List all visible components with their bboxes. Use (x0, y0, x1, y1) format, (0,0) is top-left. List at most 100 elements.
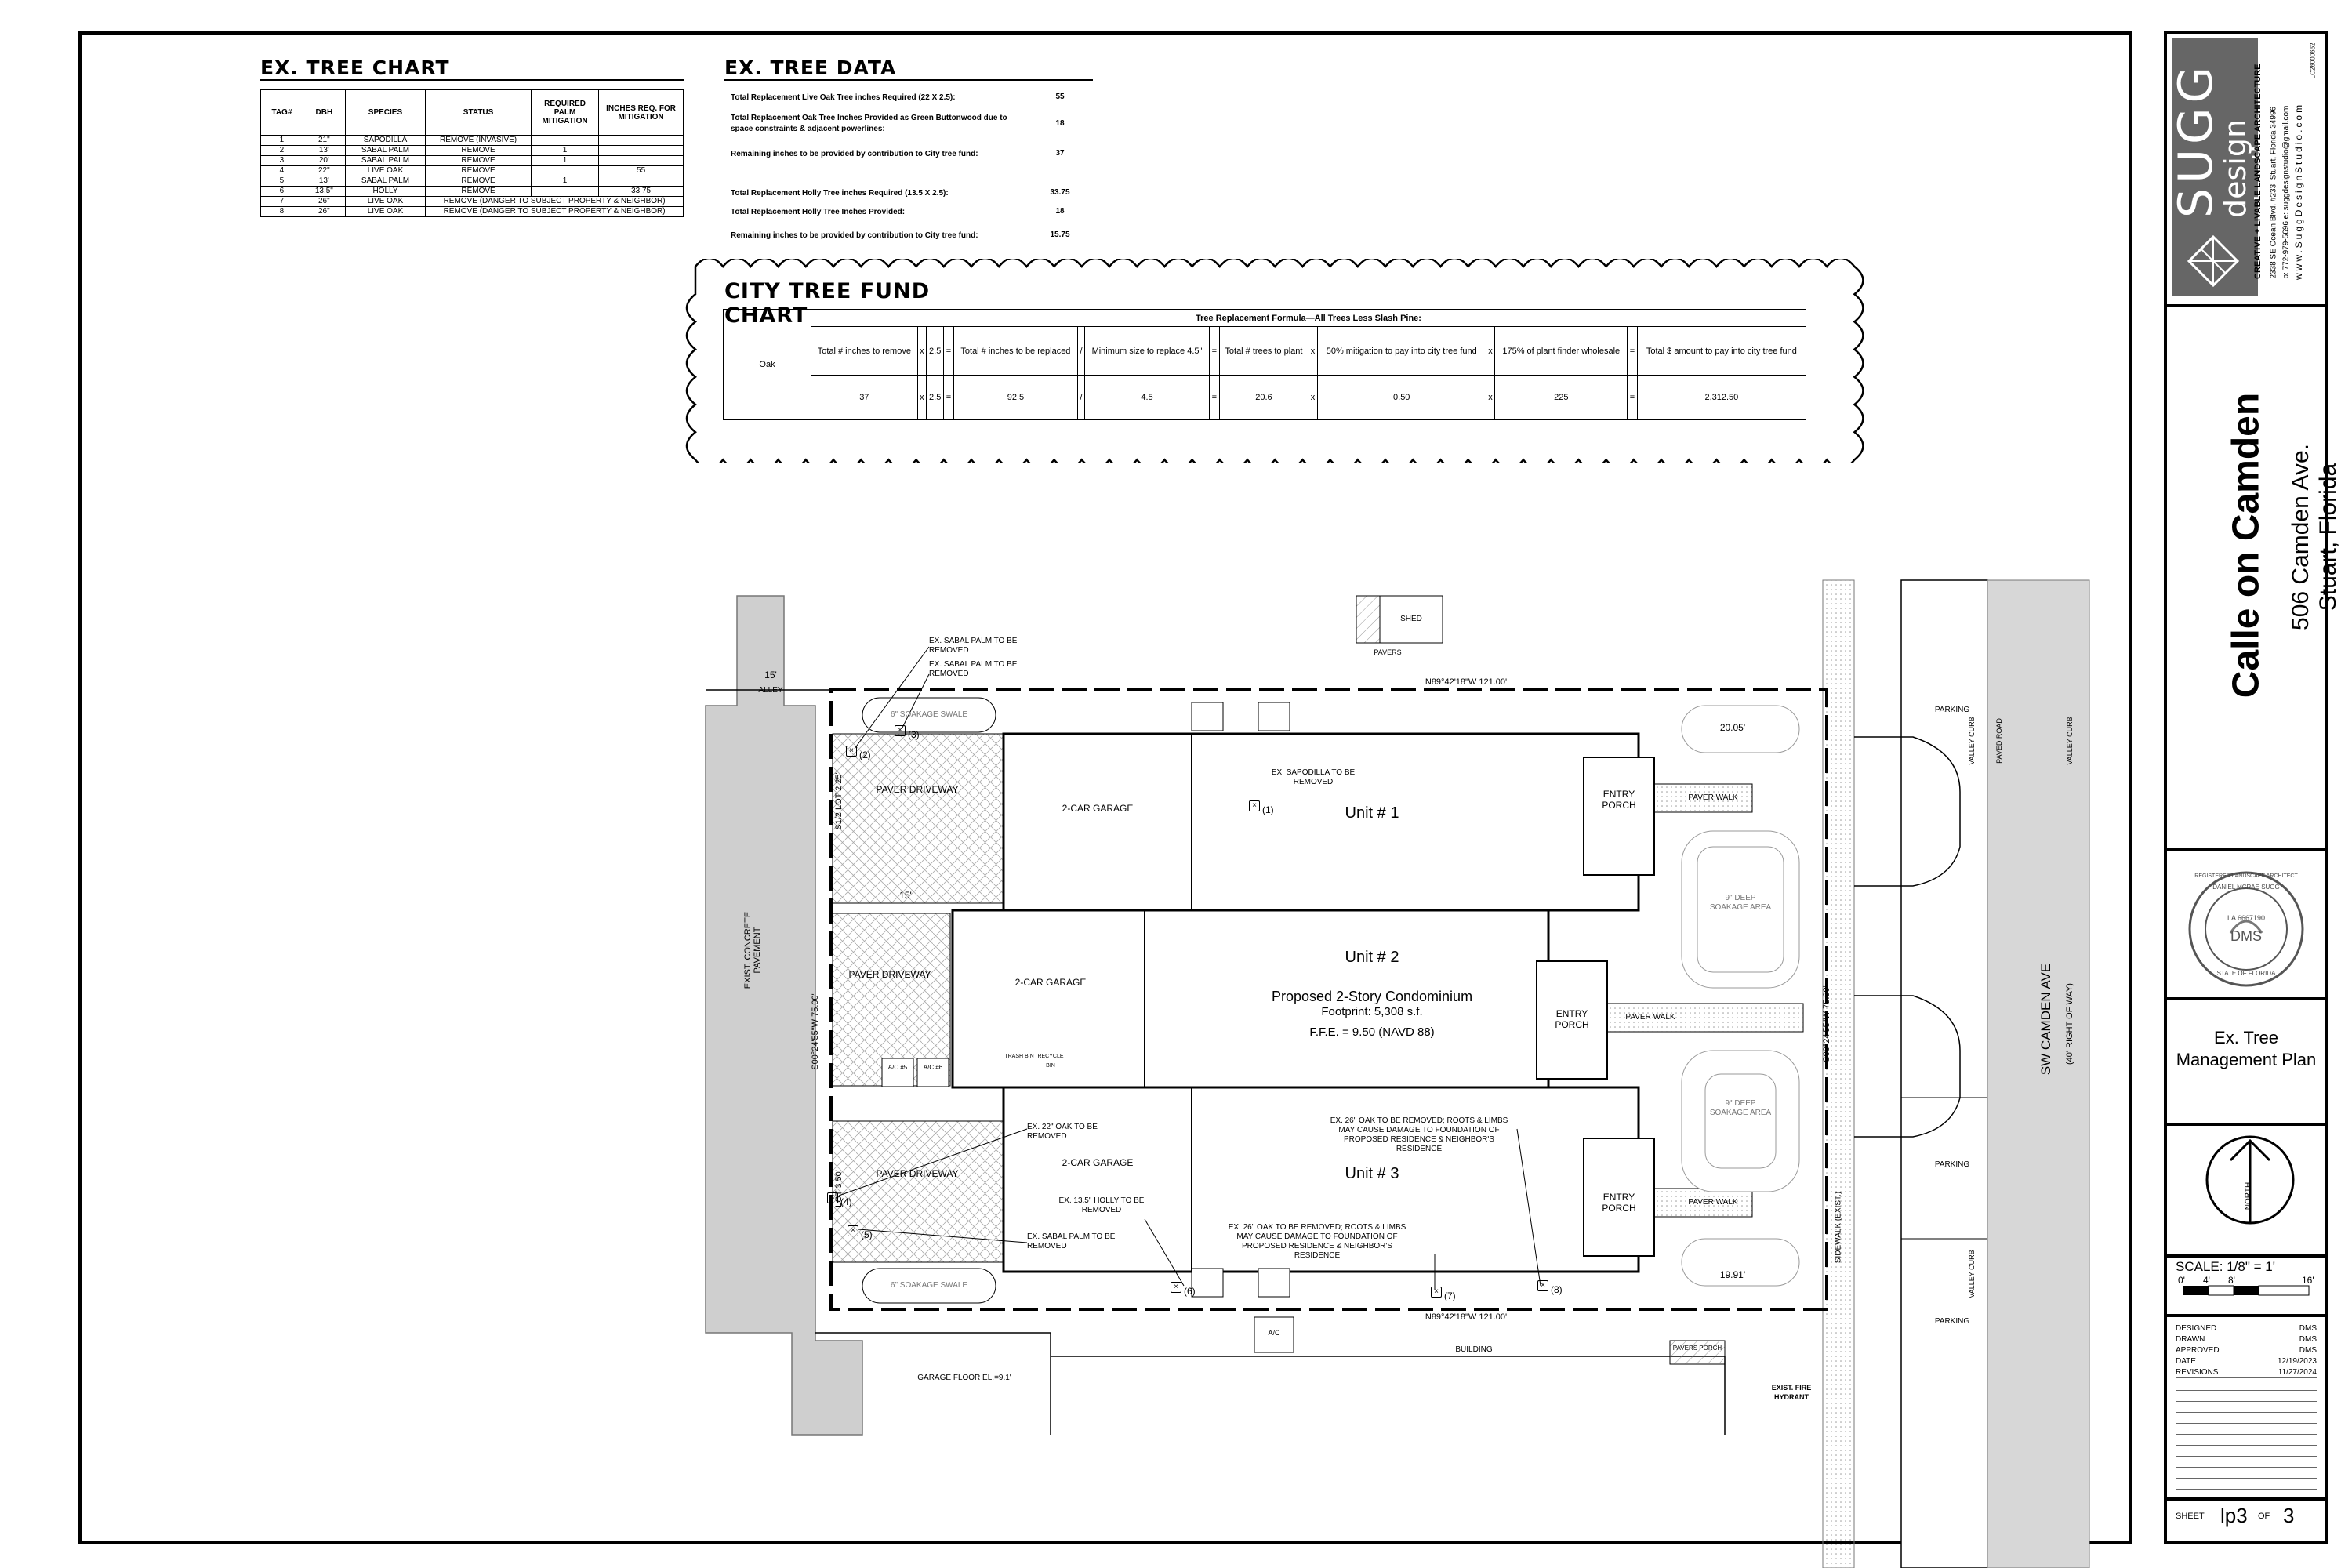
tree-chart-header: STATUS (425, 89, 532, 136)
valley-curb-label: VALLEY CURB (1968, 717, 1976, 765)
soakage-swale-bottom (862, 1268, 996, 1304)
seal-name: DANIEL MCRAE SUGG (2212, 884, 2280, 891)
project-street: 506 Camden Ave. (2288, 444, 2314, 630)
meta-label: DATE (2176, 1357, 2196, 1366)
fund-header-cell: x (1485, 326, 1496, 376)
revision-cloud (685, 259, 1864, 463)
paver-walk-3 (1653, 1188, 1753, 1218)
ac-label: A/C (1268, 1329, 1280, 1337)
north-arrow (2229, 1138, 2271, 1223)
scale-tick: 16' (2302, 1275, 2314, 1286)
unit-2-label: Unit # 2 (1345, 949, 1399, 966)
soakage-swale-label: 6" SOAKAGE SWALE (890, 710, 968, 719)
tree-data-label: Remaining inches to be provided by contr… (731, 150, 978, 158)
paver-driveway-label: PAVER DRIVEWAY (876, 1168, 959, 1179)
ac5-label: A/C #5 (887, 1064, 908, 1071)
exist-pavement-label: EXIST. CONCRETE PAVEMENT (743, 911, 762, 989)
tb-divider (2165, 304, 2327, 307)
seal-top: REGISTERED LANDSCAPE ARCHITECT (2194, 873, 2298, 879)
fund-header-cell: Total # inches to remove (811, 326, 918, 376)
fund-header-cell: = (1209, 326, 1220, 376)
alley-label: ALLEY (758, 686, 783, 695)
scale-tick: 0' (2178, 1275, 2185, 1286)
tree-data-value: 15.75 (1050, 230, 1070, 239)
north-label: NORTH (2244, 1181, 2253, 1210)
fund-value-cell: = (1209, 374, 1220, 421)
tb-divider (2165, 848, 2327, 851)
title-block (2164, 31, 2328, 1544)
tree-data-value: 33.75 (1050, 188, 1070, 197)
ac-box (1191, 1268, 1224, 1298)
valley-curb-label: VALLEY CURB (2066, 717, 2074, 765)
tree-tag-label: (2) (859, 750, 871, 760)
bearing-right: S00°24'55"W 75.00' (1822, 985, 1831, 1062)
tree-chart-cell: 1 (530, 176, 600, 187)
seal (2188, 871, 2304, 987)
fund-value-cell: x (1308, 374, 1318, 421)
paver-walk-label: PAVER WALK (1625, 1013, 1675, 1022)
tree-chart-cell: 26" (302, 206, 346, 217)
tb-divider (2165, 1123, 2327, 1126)
sheet-of-label: OF (2258, 1512, 2270, 1521)
ac-box (916, 1058, 949, 1087)
entry-porch-label: ENTRY PORCH (1602, 1192, 1636, 1214)
firm-tagline: CREATIVE + LIVABLE LANDSCAPE ARCHITECTUR… (2253, 64, 2263, 279)
leader-line (1144, 1218, 1185, 1287)
scale-bar-seg (2258, 1285, 2310, 1296)
fire-hydrant-label: EXIST. FIRE HYDRANT (1771, 1384, 1812, 1401)
scale-label: SCALE: 1/8" = 1' (2176, 1259, 2275, 1274)
tree-tag-label: (8) (1551, 1284, 1563, 1295)
garage-floor-label: GARAGE FLOOR EL.=9.1' (917, 1374, 1011, 1382)
fund-header-cell: 175% of plant finder wholesale (1494, 326, 1628, 376)
ac-box (1191, 702, 1224, 731)
valley-curb-label: VALLEY CURB (1968, 1250, 1976, 1298)
entry-porch-2 (1536, 960, 1608, 1080)
soakage-swale-top (862, 697, 996, 733)
seal-license: LA 6667190 (2227, 914, 2266, 922)
meta-value: 11/27/2024 (2278, 1368, 2317, 1377)
soakage-area-1-inner (1697, 846, 1784, 973)
tree-data-label: Total Replacement Holly Tree Inches Prov… (731, 208, 906, 216)
meta-value: DMS (2299, 1346, 2317, 1355)
note-oak-8: EX. 26" OAK TO BE REMOVED; ROOTS & LIMBS… (1330, 1116, 1508, 1153)
bearing-top: N89°42'18"W 121.00' (1425, 677, 1508, 687)
garage-label: 2-CAR GARAGE (1062, 1157, 1134, 1168)
bearing-bottom: N89°42'18"W 121.00' (1425, 1312, 1508, 1322)
note-palm-5: EX. SABAL PALM TO BE REMOVED (1027, 1232, 1116, 1250)
fund-value-cell: 92.5 (953, 374, 1079, 421)
sheet-number: lp3 (2220, 1504, 2248, 1527)
entry-porch-label: ENTRY PORCH (1555, 1008, 1589, 1030)
paver-walk-2 (1606, 1003, 1804, 1033)
paver-walk-label: PAVER WALK (1688, 1198, 1738, 1207)
tree-data-label: Total Replacement Oak Tree Inches Provid… (731, 114, 1007, 133)
meta-value: DMS (2299, 1335, 2317, 1344)
leader-line (1516, 1128, 1541, 1287)
fund-header-cell: = (943, 326, 954, 376)
tree-tag-label: (3) (908, 729, 920, 740)
soakage-area-1 (1681, 830, 1800, 989)
tree-data-value: 55 (1055, 93, 1065, 101)
alley-width-label: 15' (764, 670, 777, 681)
leader-line (858, 1229, 1028, 1243)
firm-contact: p: 772-979-5696 e: suggdesignstudio@gmai… (2281, 105, 2291, 279)
meta-value: DMS (2299, 1324, 2317, 1333)
revision-lines (2176, 1380, 2317, 1505)
tree-marker: × (848, 1225, 858, 1236)
project-city: Stuart, Florida (2315, 463, 2341, 612)
paved-road-label: PAVED ROAD (1995, 718, 2003, 764)
fund-formula: Tree Replacement Formula—All Trees Less … (811, 308, 1806, 328)
tree-data-label: Total Replacement Live Oak Tree inches R… (731, 93, 956, 102)
alley-pavement (705, 595, 863, 1436)
note-sapodilla: EX. SAPODILLA TO BE REMOVED (1271, 768, 1356, 786)
tree-marker: × (1171, 1282, 1181, 1293)
seal-state: STATE OF FLORIDA (2216, 970, 2276, 977)
tree-chart-header: REQUIRED PALM MITIGATION (530, 89, 600, 136)
fund-header-cell: x (1308, 326, 1318, 376)
fund-species: Oak (723, 309, 811, 420)
tree-chart-title: EX. TREE CHART (260, 56, 684, 81)
